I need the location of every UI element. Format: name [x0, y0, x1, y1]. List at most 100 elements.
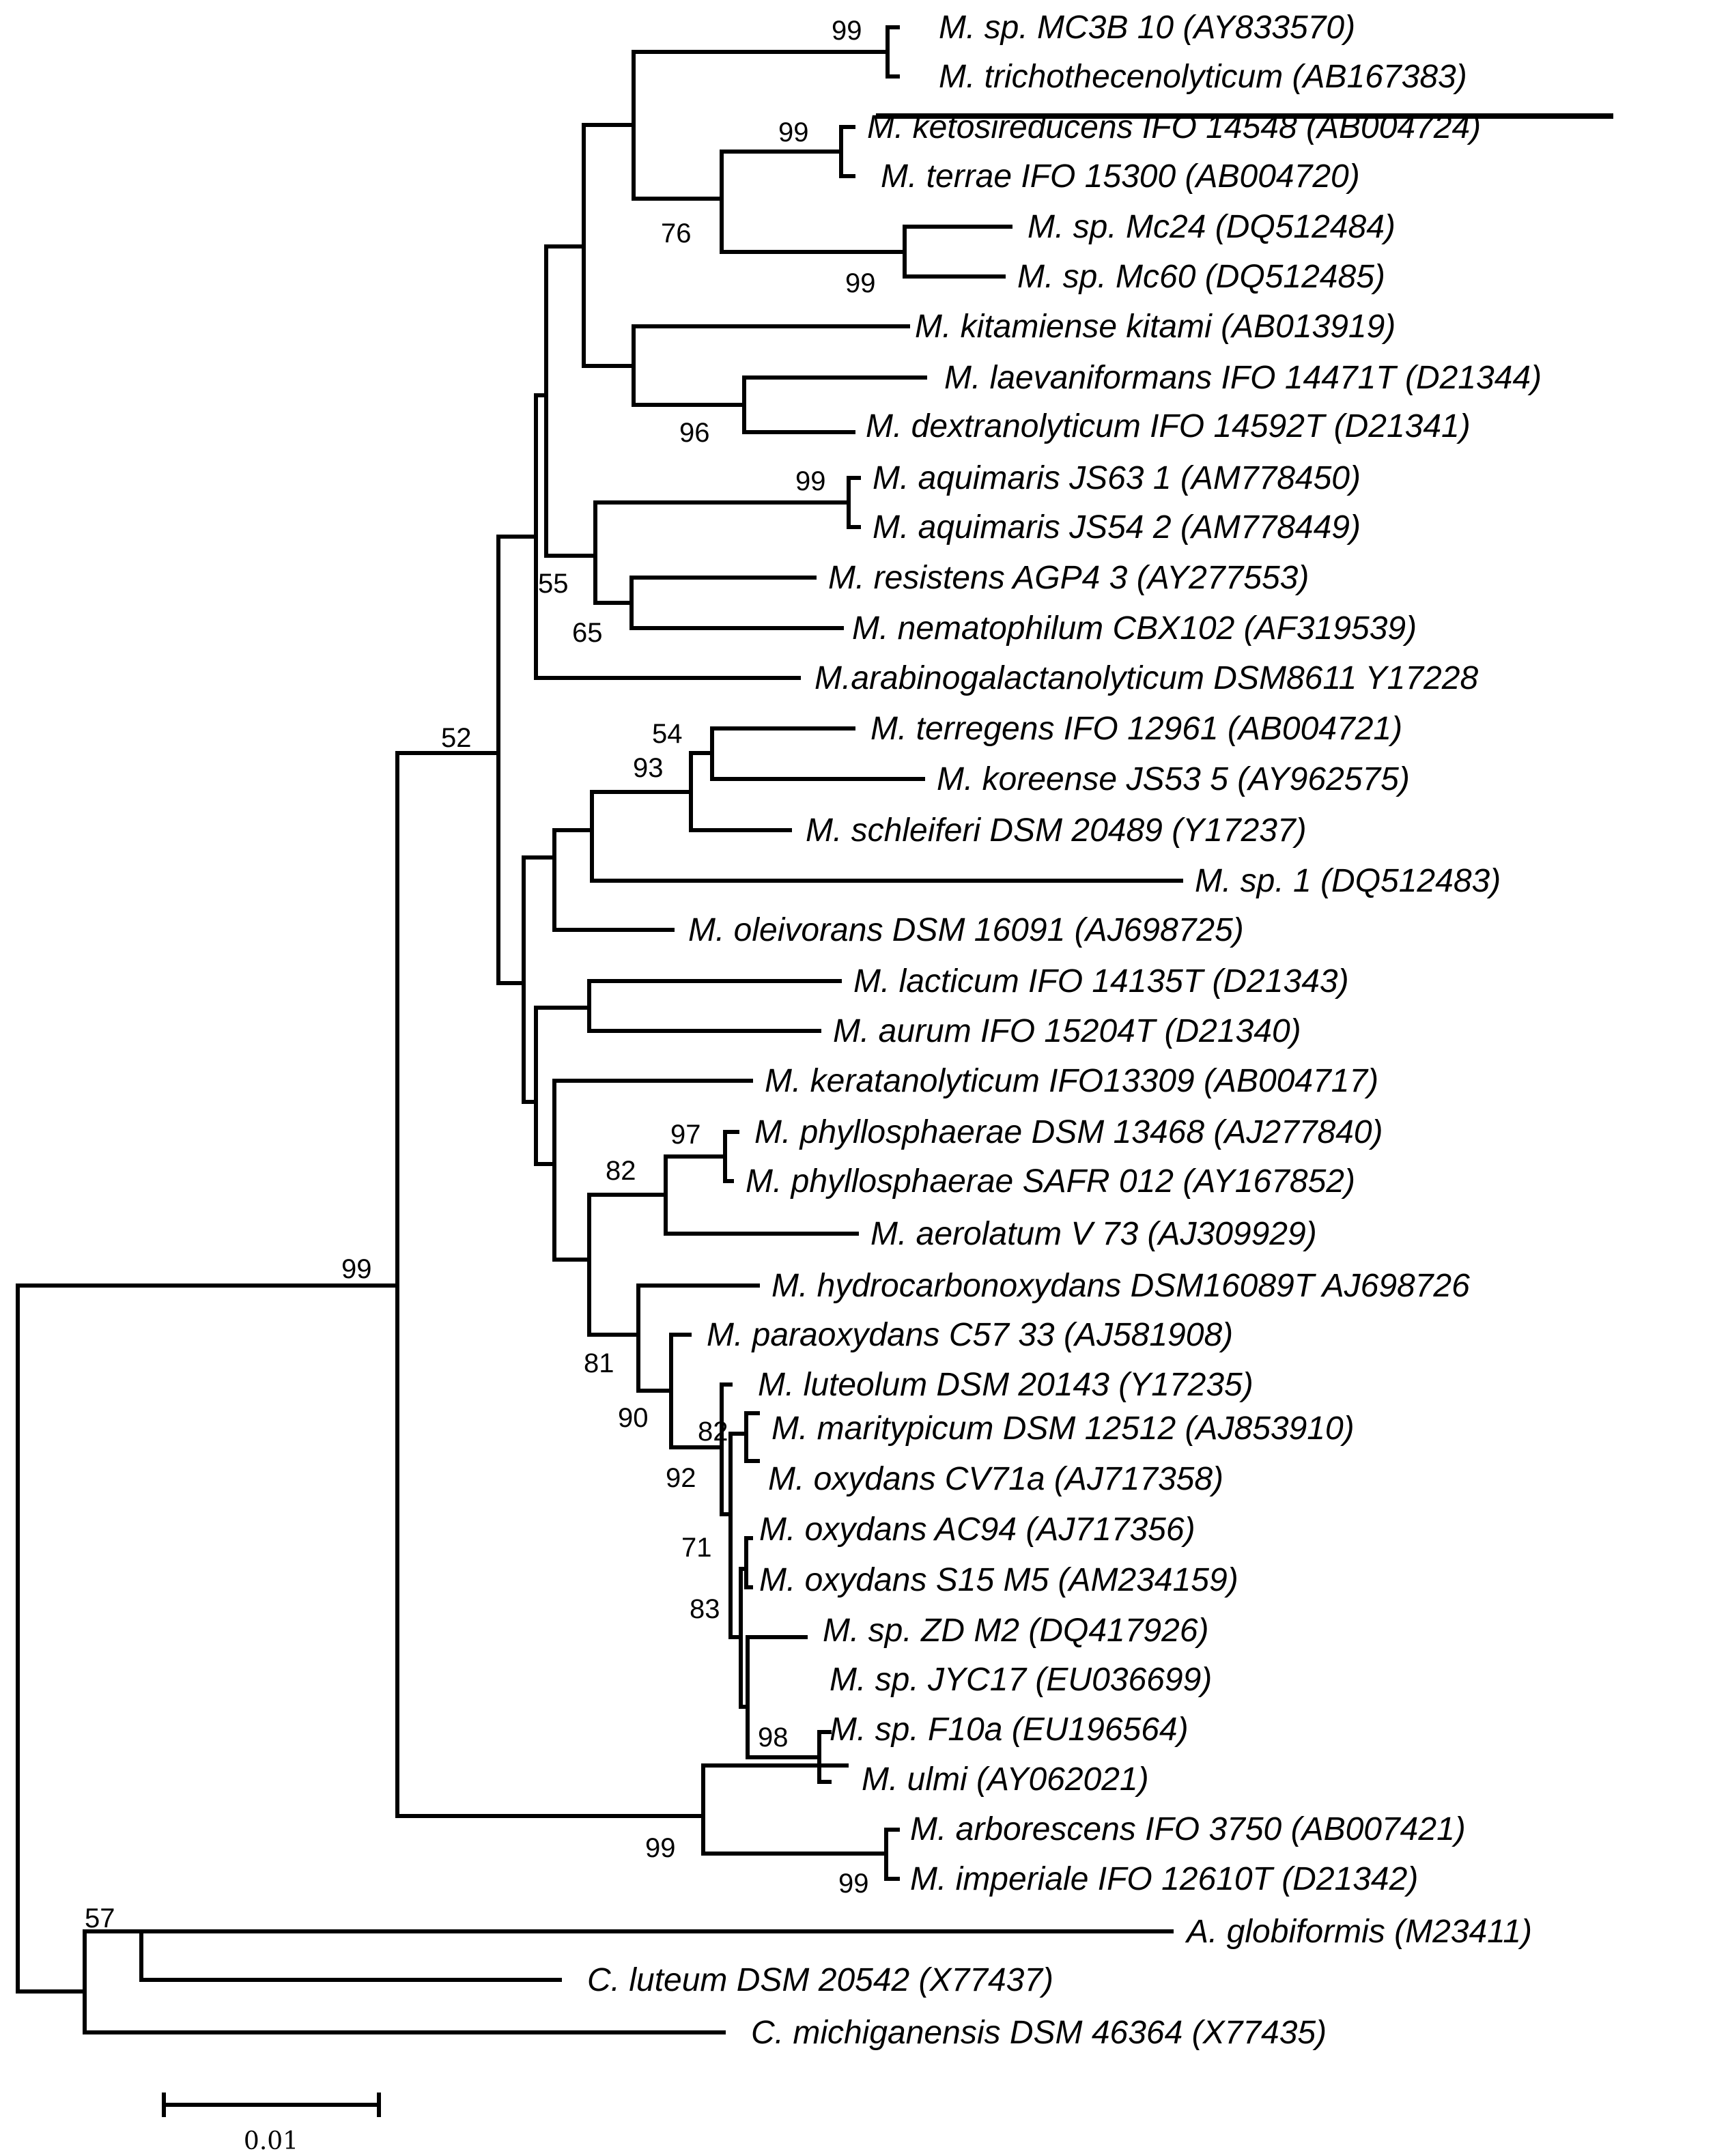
bootstrap-value: 52	[441, 723, 472, 753]
taxon-label: M. sp. JYC17 (EU036699)	[830, 1662, 1212, 1698]
taxon-label: M. keratanolyticum IFO13309 (AB004717)	[765, 1063, 1378, 1099]
branch	[629, 576, 844, 630]
bootstrap-value: 92	[666, 1463, 696, 1493]
branch	[744, 1411, 760, 1463]
taxon-label: M. aerolatum V 73 (AJ309929)	[870, 1216, 1317, 1252]
bootstrap-value: 99	[795, 466, 826, 496]
taxon-label: M. oxydans AC94 (AJ717356)	[759, 1512, 1195, 1548]
branch	[839, 125, 855, 178]
taxon-label: M. sp. Mc24 (DQ512484)	[1028, 209, 1396, 245]
taxon-label: A. globiformis (M23411)	[1185, 1914, 1532, 1950]
branch	[534, 1006, 591, 1166]
taxon-label: M. phyllosphaerae SAFR 012 (AY167852)	[746, 1163, 1355, 1200]
taxon-label: M. trichothecenolyticum (AB167383)	[939, 59, 1467, 95]
taxon-label: M. kitamiense kitami (AB013919)	[915, 309, 1396, 345]
branch	[746, 1635, 821, 1759]
bootstrap-value: 99	[838, 1869, 869, 1899]
taxon-label: M. terrae IFO 15300 (AB004720)	[881, 158, 1360, 195]
taxon-label: C. luteum DSM 20542 (X77437)	[587, 1962, 1053, 1998]
bootstrap-value: 76	[661, 218, 692, 249]
taxon-label: M. ketosireducens IFO 14548 (AB004724)	[867, 109, 1481, 145]
branch	[903, 225, 1012, 279]
branch	[847, 476, 861, 529]
branch	[742, 375, 927, 434]
taxon-label: M. aquimaris JS63 1 (AM778450)	[873, 460, 1361, 496]
branch	[395, 751, 705, 1818]
bootstrap-value: 54	[652, 719, 683, 749]
bootstrap-value: 57	[85, 1903, 115, 1933]
bootstrap-value: 99	[341, 1254, 372, 1284]
taxon-label: M. sp. 1 (DQ512483)	[1195, 863, 1501, 899]
taxon-label: M. oxydans S15 M5 (AM234159)	[759, 1562, 1238, 1598]
bootstrap-value: 97	[670, 1120, 701, 1150]
taxon-label: M. dextranolyticum IFO 14592T (D21341)	[866, 408, 1471, 444]
branch	[593, 500, 851, 605]
taxon-label: M. sp. ZD M2 (DQ417926)	[823, 1613, 1209, 1649]
bootstrap-value: 82	[698, 1417, 728, 1447]
taxon-label: M. sp. Mc60 (DQ512485)	[1017, 259, 1385, 295]
taxon-label: M. phyllosphaerae DSM 13468 (AJ277840)	[754, 1114, 1383, 1150]
taxon-label: M. nematophilum CBX102 (AF319539)	[852, 610, 1417, 647]
branch	[587, 979, 842, 1033]
taxon-label: M. ulmi (AY062021)	[862, 1761, 1149, 1798]
branch	[728, 1432, 748, 1639]
branch	[582, 123, 636, 368]
taxon-label: M. aquimaris JS54 2 (AM778449)	[873, 509, 1361, 545]
tree-branches	[16, 25, 1613, 2034]
branch	[632, 50, 890, 201]
bootstrap-values: 99 99 76 99 96 99 55 65 52 54 93 97 82 8…	[85, 16, 876, 1933]
branch	[744, 1536, 753, 1589]
taxon-label: M. koreense JS53 5 (AY962575)	[937, 761, 1410, 797]
bootstrap-value: 83	[690, 1594, 720, 1624]
taxon-label: M. oxydans CV71a (AJ717358)	[768, 1461, 1223, 1497]
branch	[664, 1154, 859, 1236]
branch	[710, 726, 925, 781]
taxon-label: C. michiganensis DSM 46364 (X77435)	[751, 2015, 1327, 2051]
bootstrap-value: 99	[645, 1833, 676, 1863]
branch	[669, 1333, 724, 1449]
scale-bar-line	[162, 2093, 381, 2117]
bootstrap-value: 55	[538, 569, 569, 599]
bootstrap-value: 98	[758, 1722, 789, 1753]
branch	[496, 535, 538, 985]
bootstrap-value: 81	[584, 1348, 614, 1378]
taxon-label: M.arabinogalactanolyticum DSM8611 Y17228	[815, 660, 1478, 696]
branch	[886, 25, 900, 79]
taxon-label: M. hydrocarbonoxydans DSM16089T AJ698726	[771, 1268, 1470, 1304]
bootstrap-value: 96	[679, 418, 710, 448]
branch	[522, 855, 556, 1104]
taxon-label: M. lacticum IFO 14135T (D21343)	[853, 963, 1349, 999]
branch	[817, 1730, 832, 1784]
bootstrap-value: 90	[618, 1403, 649, 1433]
branch	[701, 1763, 900, 1881]
taxon-label: M. resistens AGP4 3 (AY277553)	[828, 560, 1309, 596]
branch	[544, 244, 597, 558]
scale-bar-label: 0.01	[244, 2127, 298, 2155]
taxon-label: M. imperiale IFO 12610T (D21342)	[910, 1861, 1418, 1897]
taxon-label: M. aurum IFO 15204T (D21340)	[833, 1013, 1301, 1049]
branch	[590, 790, 1183, 883]
taxon-label: M. luteolum DSM 20143 (Y17235)	[758, 1367, 1253, 1403]
taxon-label: M. oleivorans DSM 16091 (AJ698725)	[688, 912, 1244, 948]
bootstrap-value: 82	[606, 1156, 636, 1186]
branch	[587, 1193, 668, 1337]
branch	[689, 751, 792, 832]
bootstrap-value: 99	[832, 16, 862, 46]
branch	[636, 1283, 760, 1393]
scale-bar: 0.01	[162, 2093, 381, 2155]
branch	[16, 1283, 1174, 2034]
branch	[720, 150, 907, 254]
branch	[552, 828, 675, 932]
taxon-label: M. sp. MC3B 10 (AY833570)	[939, 10, 1355, 46]
taxon-label: M. arborescens IFO 3750 (AB007421)	[910, 1811, 1466, 1847]
branch	[552, 1079, 753, 1262]
taxon-label: M. paraoxydans C57 33 (AJ581908)	[707, 1317, 1233, 1353]
taxon-label: M. terregens IFO 12961 (AB004721)	[870, 711, 1402, 747]
taxon-labels: M. sp. MC3B 10 (AY833570) M. trichothece…	[587, 10, 1542, 2051]
taxon-label: M. schleiferi DSM 20489 (Y17237)	[806, 812, 1307, 849]
bootstrap-value: 65	[572, 618, 603, 648]
bootstrap-value: 71	[681, 1533, 712, 1563]
bootstrap-value: 93	[633, 753, 664, 783]
bootstrap-value: 99	[778, 117, 809, 147]
